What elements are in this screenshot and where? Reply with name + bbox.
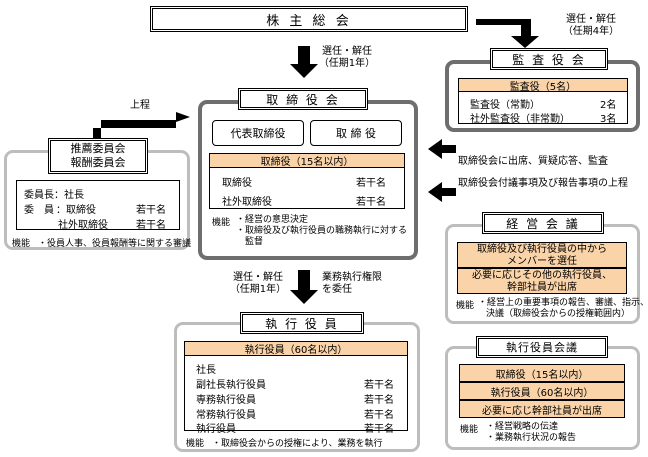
board-member-row: 社外取締役 bbox=[222, 197, 272, 208]
board-title-box: 取 締 役 会 bbox=[238, 88, 368, 110]
exec-meeting-title: 執行役員会議 bbox=[506, 341, 578, 354]
auditor-row: 社外監査役（非常勤） bbox=[470, 114, 570, 125]
rep-director-label: 代表取締役 bbox=[230, 127, 286, 140]
auditor-row: 監査役（常勤） bbox=[470, 100, 540, 111]
management-council-row-1: 取締役及び執行役員の中から メンバーを選任 bbox=[457, 242, 627, 268]
board-function: ・経営の意思決定 ・取締役及び執行役員の職務執行に対する 監督 bbox=[236, 215, 408, 247]
arrow-elect-board bbox=[290, 46, 318, 78]
executive-officers-function: ・取締役会からの授権により、業務を執行 bbox=[212, 439, 383, 449]
board-member-count: 若干名 bbox=[356, 197, 386, 208]
nomination-function: ・役員人事、役員報酬等に関する審議 bbox=[38, 239, 192, 249]
rep-director-box: 代表取締役 bbox=[212, 120, 304, 146]
exec-officer-count: 若干名 bbox=[364, 410, 394, 421]
arrow-council-report bbox=[428, 182, 456, 202]
auditors-title: 監 査 役 会 bbox=[512, 52, 586, 67]
nomination-member-count: 若干名 bbox=[136, 220, 166, 231]
arrow-report-up bbox=[93, 112, 190, 138]
management-council-row-2: 必要に応じその他の執行役員、 幹部社員が出席 bbox=[457, 268, 627, 294]
board-member-count: 若干名 bbox=[356, 178, 386, 189]
exec-meeting-function: ・経営戦略の伝達 ・業務執行状況の報告 bbox=[486, 422, 577, 443]
exec-meeting-function-label: 機能 bbox=[460, 425, 479, 435]
executive-officers-members-box bbox=[184, 341, 408, 431]
exec-meeting-row-3: 必要に応じ幹部社員が出席 bbox=[459, 400, 625, 418]
exec-officer-row: 常務執行役員 bbox=[196, 410, 256, 421]
board-title: 取 締 役 会 bbox=[266, 92, 340, 107]
nomination-title-1: 推薦委員会 bbox=[70, 142, 126, 155]
executive-officers-function-label: 機能 bbox=[186, 439, 205, 449]
exec-officer-row: 社長 bbox=[196, 365, 216, 376]
exec-officer-count: 若干名 bbox=[364, 395, 394, 406]
management-council-function: ・経営上の重要事項の報告、審議、指示、 決議（取締役会からの授権範囲内） bbox=[478, 298, 648, 319]
label-elect-auditors: 選任・解任 （任期4年） bbox=[562, 14, 620, 37]
exec-officer-count: 若干名 bbox=[364, 380, 394, 391]
nomination-member-row: ：取締役 bbox=[56, 205, 96, 216]
management-council-title-box: 経 営 会 議 bbox=[482, 212, 604, 234]
arrow-elect-auditors bbox=[476, 19, 539, 48]
auditor-count: 3名 bbox=[600, 114, 617, 125]
exec-officer-row: 執行役員 bbox=[196, 424, 236, 435]
auditors-title-box: 監 査 役 会 bbox=[490, 48, 608, 70]
director-box: 取 締 役 bbox=[310, 120, 402, 146]
nomination-members-box bbox=[16, 180, 180, 230]
executive-officers-title-box: 執 行 役 員 bbox=[240, 312, 364, 334]
label-elect-exec: 選任・解任 （任期1年） bbox=[229, 272, 287, 295]
nomination-function-label: 機能 bbox=[12, 239, 31, 249]
label-council-report: 取締役会付議事項及び報告事項の上程 bbox=[458, 178, 628, 189]
auditors-header: 監査役（5名） bbox=[458, 78, 628, 93]
exec-officer-row: 専務執行役員 bbox=[196, 395, 256, 406]
nomination-chair: 委員長：社長 bbox=[24, 190, 84, 201]
board-members-header: 取締役（15名以内） bbox=[209, 153, 405, 168]
nomination-member-count: 若干名 bbox=[136, 205, 166, 216]
auditor-count: 2名 bbox=[600, 100, 617, 111]
executive-officers-title: 執 行 役 員 bbox=[265, 316, 339, 331]
arrow-delegate bbox=[290, 270, 318, 304]
label-report-up: 上程 bbox=[130, 100, 150, 111]
shareholders-meeting-box: 株 主 総 会 bbox=[150, 6, 468, 32]
shareholders-meeting-title: 株 主 総 会 bbox=[266, 13, 352, 29]
director-label: 取 締 役 bbox=[336, 127, 376, 140]
nomination-title-2: 報酬委員会 bbox=[70, 156, 126, 169]
exec-meeting-title-box: 執行役員会議 bbox=[476, 336, 608, 358]
nomination-title-box: 推薦委員会 報酬委員会 bbox=[48, 138, 148, 174]
label-elect-board: 選任・解任 （任期1年） bbox=[318, 46, 376, 69]
label-audit: 取締役会に出席、質疑応答、監査 bbox=[458, 156, 608, 167]
nomination-member-row: 社外取締役 bbox=[58, 220, 108, 231]
label-delegate: 業務執行権限 を委任 bbox=[322, 272, 382, 295]
exec-meeting-row-2: 執行役員（60名以内） bbox=[459, 382, 625, 400]
board-function-label: 機能 bbox=[212, 218, 231, 228]
exec-meeting-row-1: 取締役（15名以内） bbox=[459, 364, 625, 382]
nomination-members-label: 委 員 bbox=[24, 205, 54, 216]
board-member-row: 取締役 bbox=[222, 178, 252, 189]
management-council-function-label: 機能 bbox=[456, 301, 475, 311]
exec-officer-count: 若干名 bbox=[364, 424, 394, 435]
executive-officers-header: 執行役員（60名以内） bbox=[184, 341, 408, 356]
exec-officer-row: 副社長執行役員 bbox=[196, 380, 266, 391]
management-council-title: 経 営 会 議 bbox=[506, 216, 580, 231]
